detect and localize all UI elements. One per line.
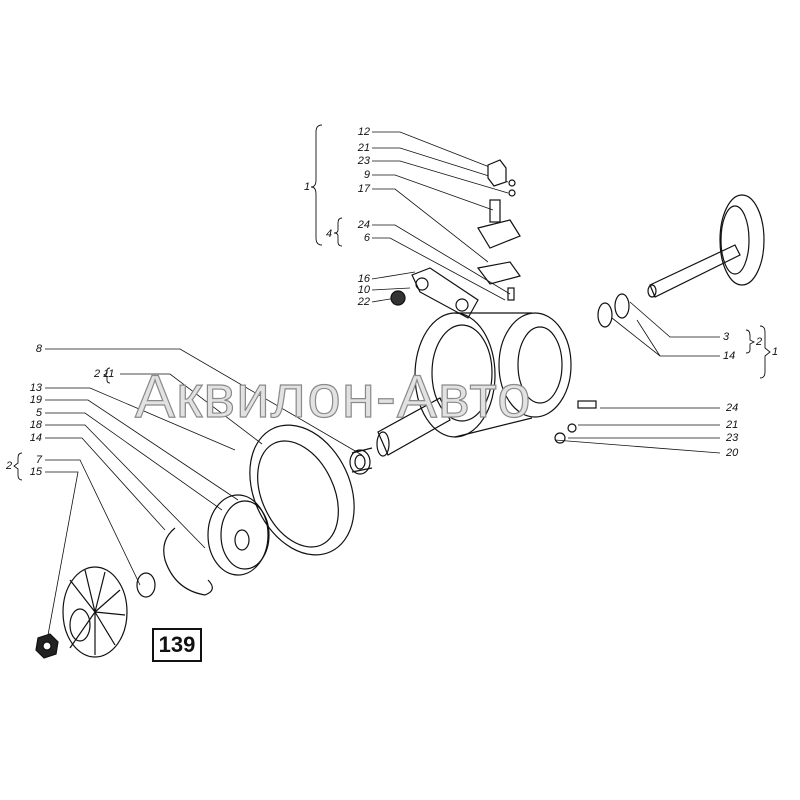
label-12: 12 bbox=[357, 126, 370, 138]
turbine-housing bbox=[414, 312, 572, 438]
compressor-wheel bbox=[62, 566, 128, 658]
label-7: 7 bbox=[35, 454, 42, 466]
turbine-shaft-wheel bbox=[647, 194, 765, 298]
page-number-box: 139 bbox=[152, 628, 202, 662]
watermark: Аквилон-Авто bbox=[134, 362, 532, 430]
bolt-12 bbox=[487, 159, 507, 187]
oil-fitting-9 bbox=[477, 199, 521, 249]
group-label-2b: 2 bbox=[6, 460, 13, 472]
group-label-1b: 1 bbox=[772, 346, 779, 358]
sleeve bbox=[349, 447, 373, 475]
circlip bbox=[163, 527, 213, 596]
washers-21-23 bbox=[508, 179, 516, 197]
label-24-right: 24 bbox=[726, 402, 739, 414]
label-23-right: 23 bbox=[726, 432, 739, 444]
pin-24 bbox=[507, 287, 515, 301]
nut-22 bbox=[390, 290, 406, 306]
label-15: 15 bbox=[29, 466, 42, 478]
label-10: 10 bbox=[357, 284, 370, 296]
group-label-2a: 2 bbox=[94, 368, 101, 380]
group-label-1: 1 bbox=[304, 181, 311, 193]
leader-lines bbox=[45, 131, 721, 636]
label-5: 5 bbox=[35, 407, 42, 419]
label-14: 14 bbox=[29, 432, 42, 444]
label-9: 9 bbox=[363, 169, 370, 181]
group-label-2c: 2 bbox=[756, 336, 763, 348]
label-14-right: 14 bbox=[723, 350, 736, 362]
label-21: 21 bbox=[357, 142, 370, 154]
label-3: 3 bbox=[723, 331, 730, 343]
group-label-4: 4 bbox=[326, 228, 333, 240]
piston-rings bbox=[597, 293, 630, 328]
label-6: 6 bbox=[363, 232, 370, 244]
label-20: 20 bbox=[726, 447, 739, 459]
ring bbox=[136, 572, 156, 598]
compressor-insert bbox=[207, 494, 270, 576]
label-23: 23 bbox=[357, 155, 370, 167]
plate-16 bbox=[411, 267, 479, 319]
label-22: 22 bbox=[357, 296, 370, 308]
gasket-17 bbox=[476, 261, 521, 285]
label-13: 13 bbox=[29, 382, 42, 394]
label-16: 16 bbox=[357, 273, 370, 285]
group-brackets bbox=[13, 124, 771, 481]
label-17: 17 bbox=[357, 183, 370, 195]
label-24: 24 bbox=[357, 219, 370, 231]
o-ring bbox=[249, 424, 355, 556]
label-8: 8 bbox=[35, 343, 42, 355]
label-19: 19 bbox=[29, 394, 42, 406]
stud-24 bbox=[577, 400, 597, 409]
housing-shaft bbox=[376, 397, 451, 457]
washers-right bbox=[554, 423, 577, 444]
nut bbox=[35, 633, 59, 659]
label-21-right: 21 bbox=[726, 419, 739, 431]
label-11: 11 bbox=[103, 368, 115, 380]
label-18: 18 bbox=[29, 419, 42, 431]
